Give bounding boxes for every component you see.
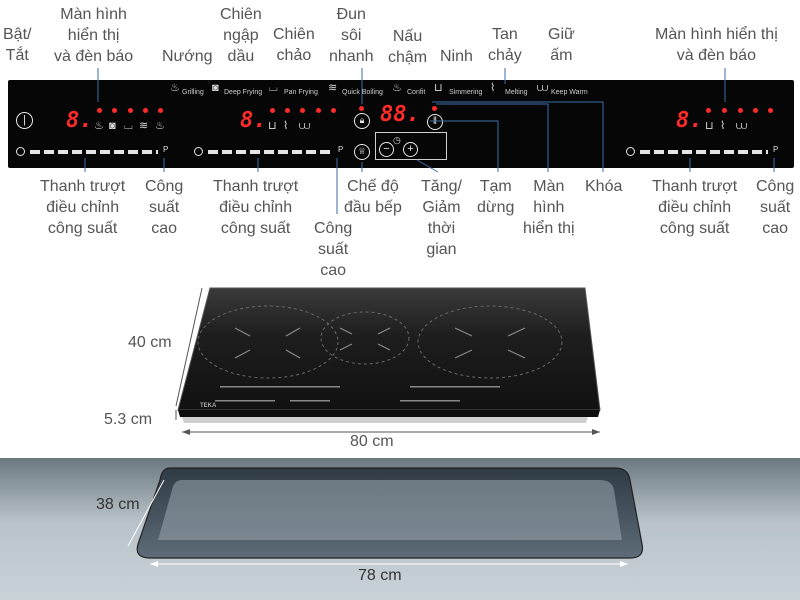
indicator-dot: [706, 108, 711, 113]
melting-icon: ⌇: [283, 120, 289, 132]
indicator-dot: [143, 108, 148, 113]
simmering-label: Ninh: [440, 48, 473, 65]
power-slider-mid[interactable]: [208, 150, 334, 154]
pan-icon[interactable]: ⌴: [269, 82, 278, 94]
simmer-pot-icon[interactable]: ⊔: [434, 82, 443, 94]
mode-quick-boiling[interactable]: Quick Boiling: [342, 89, 383, 96]
slider-start-marker: [194, 147, 203, 156]
deep-frying-icon[interactable]: ◙: [212, 82, 219, 94]
grilling-icon: ♨: [94, 120, 104, 132]
melting-icon: ⌇: [720, 120, 726, 132]
confit-icon: ♨: [155, 120, 165, 132]
slider-start-marker: [16, 147, 25, 156]
confit-icon[interactable]: ♨: [392, 82, 402, 94]
mode-confit[interactable]: Confit: [407, 89, 426, 96]
grilling-label: Nướng: [162, 48, 213, 65]
power-button[interactable]: |: [16, 112, 33, 129]
mode-deep-frying[interactable]: Deep Frying: [224, 89, 263, 96]
melting-icon[interactable]: ⌇: [490, 82, 496, 94]
left-zone-display: 8.: [66, 108, 93, 133]
grilling-icon[interactable]: ♨: [170, 82, 180, 94]
indicator-dot: [331, 108, 336, 113]
indicator-dot: [270, 108, 275, 113]
power-slider-right[interactable]: [640, 150, 768, 154]
mid-zone-display: 8.: [240, 108, 267, 133]
mode-simmering[interactable]: Simmering: [449, 89, 483, 96]
quick-boil-icon[interactable]: ≋: [328, 82, 338, 94]
power-slider-left[interactable]: [30, 150, 158, 154]
chef-mode-button[interactable]: ♕: [354, 144, 370, 160]
mode-pan-frying[interactable]: Pan Frying: [284, 89, 318, 96]
timer-display: 88.: [380, 102, 420, 127]
cutout-illustration: [127, 467, 644, 567]
indicator-dot: [158, 108, 163, 113]
indicator-dot: [128, 108, 133, 113]
mode-grilling[interactable]: Grilling: [182, 89, 204, 96]
indicator-dot: [285, 108, 290, 113]
indicator-dot: [768, 108, 773, 113]
cutout-depth-dimension: 38 cm: [96, 496, 140, 513]
indicator-dot: [753, 108, 758, 113]
quick-boil-icon: ≋: [139, 120, 149, 132]
lock-label: Khóa: [585, 178, 623, 195]
indicator-dot: [112, 108, 117, 113]
cutout-width-dimension: 78 cm: [358, 567, 402, 584]
power-label: Bật/Tắt: [3, 26, 32, 64]
keep-warm-icon: ⩊: [736, 120, 748, 132]
timer-increase-button[interactable]: +: [403, 142, 418, 157]
clock-icon: ◷: [393, 135, 401, 145]
boost-left-button[interactable]: P: [163, 145, 169, 154]
indicator-dot: [97, 108, 102, 113]
keep-warm-icon: ⩊: [299, 120, 311, 132]
indicator-dot: [432, 106, 437, 111]
boost-mid-button[interactable]: P: [338, 145, 344, 154]
width-dimension: 80 cm: [350, 433, 394, 450]
brand-logo: TEKA: [200, 403, 217, 409]
timer-decrease-button[interactable]: −: [379, 142, 394, 157]
height-dimension: 5.3 cm: [104, 411, 153, 428]
boost-right-button[interactable]: P: [773, 145, 779, 154]
indicator-dot: [316, 108, 321, 113]
lock-button[interactable]: 🔒︎: [354, 113, 370, 129]
keep-warm-icon[interactable]: ⩊: [537, 82, 549, 94]
indicator-dot: [300, 108, 305, 113]
simmer-pot-icon: ⊔: [705, 120, 714, 132]
mode-melting[interactable]: Melting: [505, 89, 528, 96]
slider-start-marker: [626, 147, 635, 156]
depth-dimension: 40 cm: [128, 334, 172, 351]
pause-button[interactable]: ‖: [427, 114, 443, 130]
control-panel: | ♨ Grilling ◙ Deep Frying ⌴ Pan Frying …: [8, 80, 794, 168]
indicator-dot: [722, 108, 727, 113]
indicator-dot: [738, 108, 743, 113]
right-zone-display: 8.: [676, 108, 703, 133]
pan-icon: ⌴: [124, 120, 133, 132]
cooktop-illustration: [175, 287, 601, 435]
lock-indicator-dot: [359, 106, 364, 111]
mode-keep-warm[interactable]: Keep Warm: [551, 89, 588, 96]
simmer-pot-icon: ⊔: [268, 120, 277, 132]
deep-frying-icon: ◙: [109, 120, 116, 132]
